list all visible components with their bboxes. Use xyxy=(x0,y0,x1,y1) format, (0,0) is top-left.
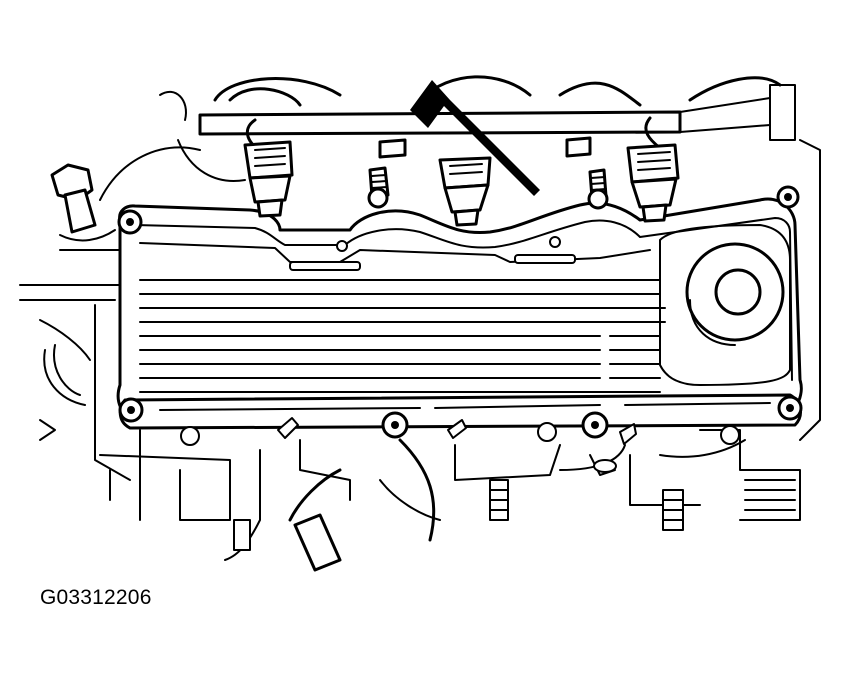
arrow-icon xyxy=(410,80,540,196)
fuel-injector-right xyxy=(626,143,680,223)
cover-studs xyxy=(367,136,609,210)
figure-code: G03312206 xyxy=(40,586,152,609)
fuel-injector-center xyxy=(438,156,492,227)
valve-cover xyxy=(116,197,803,430)
cover-bolts xyxy=(117,185,803,446)
ignition-wires xyxy=(288,438,436,572)
left-hex-plug xyxy=(50,163,116,242)
lower-studs xyxy=(233,417,684,551)
fuel-injector-left xyxy=(243,140,294,218)
fuel-rail xyxy=(198,84,796,141)
